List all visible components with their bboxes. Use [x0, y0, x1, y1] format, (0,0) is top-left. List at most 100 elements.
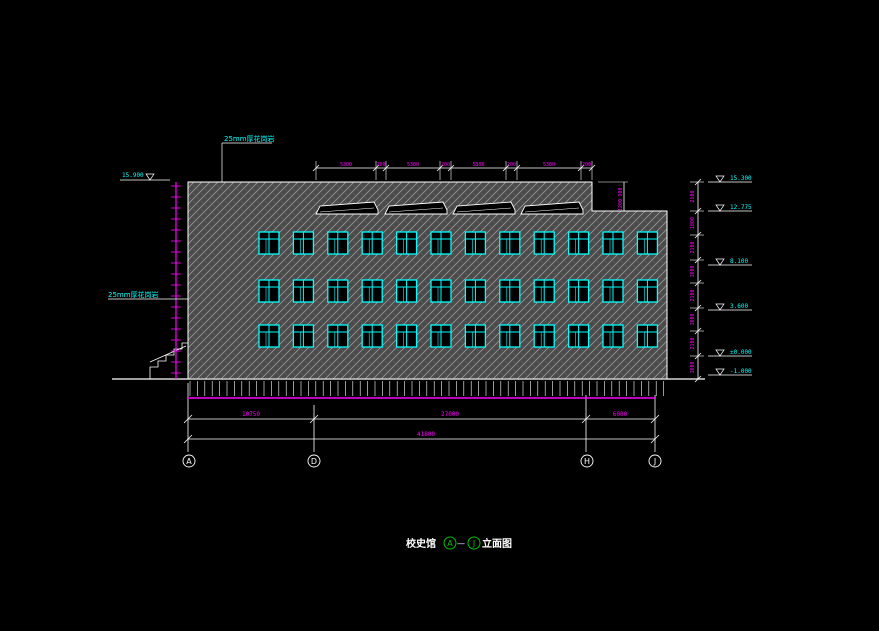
- window: [464, 231, 487, 255]
- level-marker: 15.300: [708, 175, 752, 183]
- window: [361, 231, 383, 255]
- window: [395, 279, 418, 303]
- window: [636, 231, 659, 255]
- skylight: [384, 201, 448, 215]
- bottom-dim-segment-2: 6000: [613, 411, 628, 418]
- right-dim-text: 2100: [690, 190, 696, 202]
- window: [258, 324, 280, 348]
- window: [464, 324, 487, 348]
- axis-bubble-a: A: [182, 454, 196, 468]
- window: [464, 279, 487, 303]
- svg-text:A: A: [186, 457, 192, 466]
- window: [361, 279, 383, 303]
- left-note-leader: 25mm厚花岗岩: [108, 290, 188, 300]
- window: [602, 231, 624, 255]
- top-note-leader: 25mm厚花岗岩: [221, 134, 275, 182]
- window: [602, 324, 624, 348]
- entrance-steps: [149, 342, 188, 379]
- window: [327, 324, 349, 348]
- drawing-title: 校史馆 A — J 立面图: [406, 536, 512, 550]
- top-dim-text: 5300: [340, 162, 352, 168]
- right-dim-text: 1800: [690, 313, 696, 325]
- window: [292, 231, 315, 255]
- title-axis-from: A: [447, 539, 453, 548]
- svg-text:D: D: [311, 457, 317, 466]
- parapet-dim-1: 1200: [618, 199, 624, 211]
- level-marker: ±0.000: [708, 349, 752, 357]
- window: [258, 231, 280, 255]
- window: [292, 279, 315, 303]
- bottom-dimension-lines: [183, 383, 660, 452]
- window: [602, 279, 624, 303]
- left-note-text: 25mm厚花岗岩: [108, 290, 159, 299]
- svg-text:J: J: [653, 457, 656, 466]
- window: [361, 324, 383, 348]
- top-dim-text: 200: [582, 162, 591, 168]
- level-marker: -1.000: [708, 368, 752, 376]
- right-dim-text: 2100: [690, 241, 696, 253]
- rooftop-skylights: [315, 201, 584, 215]
- window: [567, 279, 590, 303]
- level-text: ±0.000: [730, 349, 752, 356]
- bottom-dim-total: 41800: [417, 431, 435, 438]
- window: [430, 324, 452, 348]
- window: [499, 279, 521, 303]
- title-dash: —: [457, 539, 465, 548]
- right-dim-text: 2100: [690, 337, 696, 349]
- top-dim-text: 200: [441, 162, 450, 168]
- right-dimension-column: 2100 1800 2100 1800 2100 1800 2100 1800: [690, 178, 704, 383]
- window: [567, 324, 590, 348]
- level-text: 15.300: [730, 175, 752, 182]
- axis-bubble-d: D: [307, 454, 321, 468]
- level-marker: 12.775: [708, 204, 752, 212]
- right-dim-text: 1800: [690, 361, 696, 373]
- svg-text:H: H: [584, 457, 590, 466]
- level-text: -1.000: [730, 368, 752, 375]
- level-text: 8.100: [730, 258, 748, 265]
- right-dim-text: 2100: [690, 289, 696, 301]
- level-markers: 15.300 12.775 8.100 3.600 ±0.000 -1.000: [708, 175, 752, 376]
- top-dim-text: 5300: [407, 162, 419, 168]
- axis-bubble-h: H: [580, 454, 594, 468]
- window: [533, 231, 555, 255]
- skylight: [520, 201, 584, 215]
- top-dim-text: 5300: [543, 162, 555, 168]
- window-grid: [258, 231, 659, 348]
- top-dim-text: 5300: [472, 162, 484, 168]
- window: [636, 324, 659, 348]
- bottom-dim-segment-1: 27000: [441, 411, 459, 418]
- plinth-ticks: [189, 381, 664, 396]
- level-marker: 8.100: [708, 258, 752, 266]
- parapet-dimension-line: 900 1200: [598, 181, 628, 212]
- parapet-level-text: 15.900: [122, 172, 144, 179]
- window: [430, 279, 452, 303]
- right-dim-text: 1800: [690, 265, 696, 277]
- title-axis-to: J: [472, 539, 475, 548]
- window: [567, 231, 590, 255]
- bottom-dim-segment-0: 10750: [242, 411, 260, 418]
- right-dim-text: 1800: [690, 217, 696, 229]
- window: [430, 231, 452, 255]
- level-marker: 3.600: [708, 303, 752, 311]
- top-note-text: 25mm厚花岗岩: [224, 134, 275, 143]
- window: [533, 324, 555, 348]
- window: [395, 324, 418, 348]
- window: [533, 279, 555, 303]
- parapet-level-marker: 15.900: [120, 172, 170, 181]
- window: [636, 279, 659, 303]
- title-suffix: 立面图: [482, 537, 512, 550]
- axis-bubble-j: J: [648, 454, 662, 468]
- window: [327, 231, 349, 255]
- top-dim-text: 200: [507, 162, 516, 168]
- window: [258, 279, 280, 303]
- window: [499, 324, 521, 348]
- window: [395, 231, 418, 255]
- title-prefix: 校史馆: [406, 537, 436, 550]
- window: [499, 231, 521, 255]
- window: [292, 324, 315, 348]
- level-text: 3.600: [730, 303, 748, 310]
- parapet-dim-0: 900: [618, 187, 624, 196]
- skylight: [315, 201, 379, 215]
